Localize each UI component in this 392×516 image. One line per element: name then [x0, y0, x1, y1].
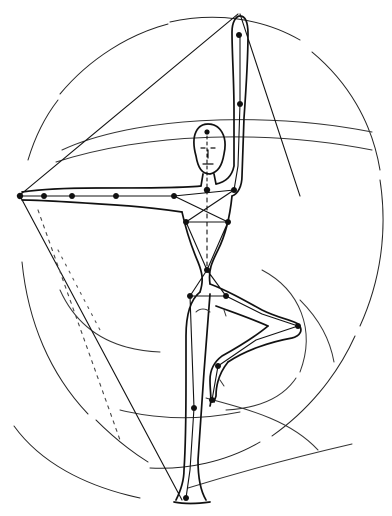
figure-skeleton [20, 34, 298, 498]
sketch-ink [14, 14, 383, 504]
face-features [201, 148, 215, 164]
construction-lines [20, 14, 300, 500]
joint-markers [17, 32, 301, 501]
outer-circle [14, 17, 383, 498]
